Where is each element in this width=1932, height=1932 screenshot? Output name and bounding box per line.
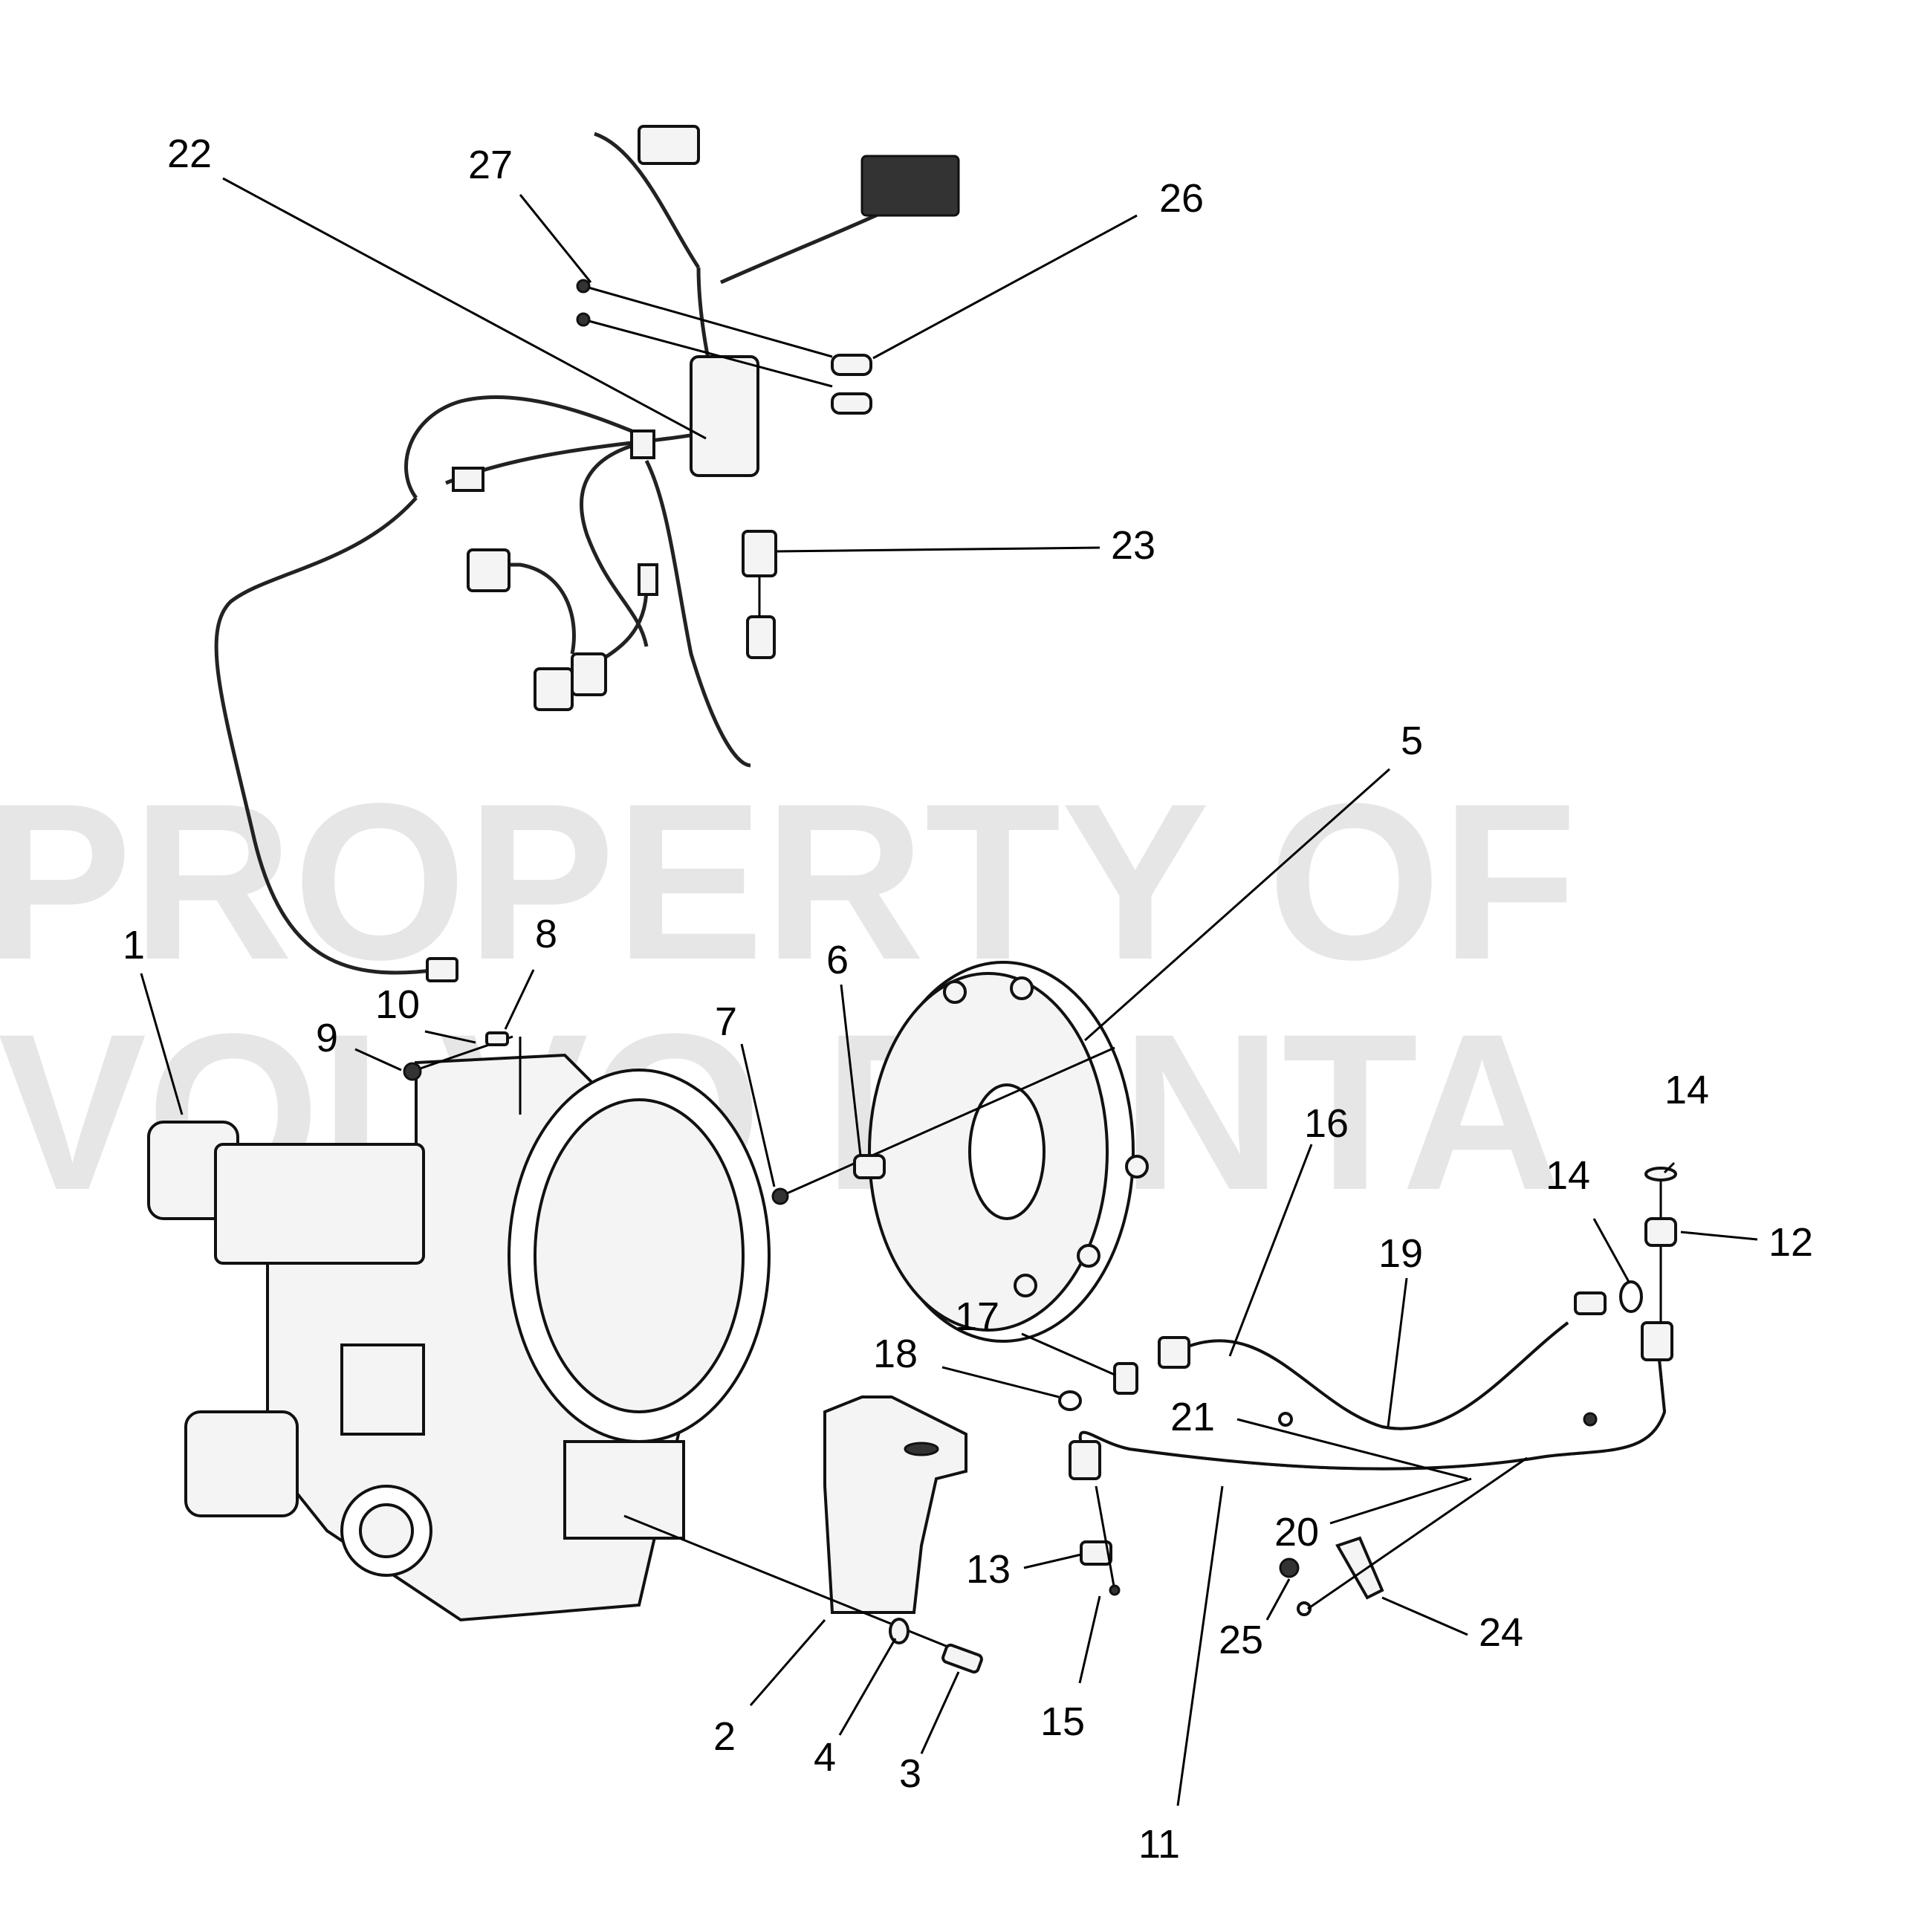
pin-icon [576,312,591,327]
callout-12: 12 [1769,1220,1813,1265]
callout-23: 23 [1111,523,1155,568]
callout-14b: 14 [1546,1153,1590,1198]
callout-17: 17 [955,1294,999,1339]
callout-5: 5 [1401,719,1423,763]
callout-26: 26 [1159,176,1204,221]
callout-4: 4 [814,1735,836,1780]
callout-11: 11 [1138,1822,1180,1867]
callout-2: 2 [713,1714,736,1759]
pins-and-sleeves [576,279,872,415]
seal-icon [485,1031,509,1046]
hose-fittings [1058,1362,1138,1596]
seal-ring-icon [1058,1390,1082,1411]
watermark-line-1: PROPERTY OF [0,756,1577,1006]
sleeve-icon [831,392,872,415]
connector-plug-icon [638,125,700,165]
clamp-icon [1335,1536,1384,1600]
washer-icon [889,1618,910,1644]
bolt-head-icon [771,1187,789,1205]
seal-ring-icon [1619,1280,1643,1313]
callout-9: 9 [316,1016,338,1060]
callout-14a: 14 [1664,1068,1709,1112]
hose-fitting-icon [1069,1440,1101,1480]
callout-24: 24 [1479,1610,1523,1655]
callout-13: 13 [966,1547,1011,1592]
sensor-plug-icon [426,957,458,982]
callout-10: 10 [375,982,420,1027]
callout-19: 19 [1378,1231,1423,1276]
speed-sensor [742,530,777,659]
connector-plug-icon [571,652,607,696]
callout-21: 21 [1170,1395,1215,1439]
washer-icon [1297,1601,1312,1616]
callout-16: 16 [1304,1101,1349,1146]
callout-22: 22 [167,132,212,176]
callout-1: 1 [123,923,145,967]
harness-sleeve [638,563,658,596]
stud-icon [853,1154,886,1179]
adapter-icon [1113,1362,1138,1395]
callout-labels: 1 2 3 4 5 6 7 8 9 10 11 12 13 14 14 15 1… [123,132,1813,1867]
callout-25: 25 [1219,1618,1263,1662]
washer-icon [1278,1412,1293,1427]
callout-27: 27 [468,143,513,187]
connector-plug-icon [534,667,574,711]
watermark: PROPERTY OF VOLVO PENTA [0,756,1577,1236]
harness-junction-block [690,355,759,477]
callout-18: 18 [873,1332,918,1376]
gearbox-assembly [147,1053,771,1622]
callout-20: 20 [1274,1510,1319,1555]
bolt-icon [941,1643,983,1674]
callout-3: 3 [899,1751,921,1796]
bolt-icon [1583,1412,1598,1427]
connector-icon [1574,1291,1607,1315]
flex-coupling [868,961,1149,1343]
callout-7: 7 [715,999,737,1044]
mounting-bracket [623,1395,983,1674]
pin-icon [576,279,591,294]
hose-fitting-icon [1641,1321,1673,1361]
wiring-harness [214,125,960,982]
nipple-icon [1080,1540,1112,1566]
studs [771,1046,1115,1205]
connector-icon [1644,1217,1677,1247]
seal-ring-icon [1644,1167,1677,1181]
clamp-hardware [1278,1412,1598,1616]
callout-6: 6 [826,938,849,982]
harness-sleeve [630,429,655,459]
nut-icon [1279,1557,1300,1578]
pin-icon [1109,1584,1121,1596]
plug-icon [403,1062,422,1081]
cooler-connectors [1574,1167,1677,1323]
callout-15: 15 [1040,1699,1085,1744]
ecu-connector-icon [860,155,960,217]
oil-cooler-hoses [1069,1321,1673,1480]
sleeve-icon [831,354,872,376]
hose-fitting-icon [1158,1336,1190,1369]
plug-and-seal [403,1031,522,1115]
connector-plug-icon [467,548,510,592]
leader-lines [140,177,1758,1806]
callout-8: 8 [535,912,557,956]
harness-sleeve [452,467,484,492]
